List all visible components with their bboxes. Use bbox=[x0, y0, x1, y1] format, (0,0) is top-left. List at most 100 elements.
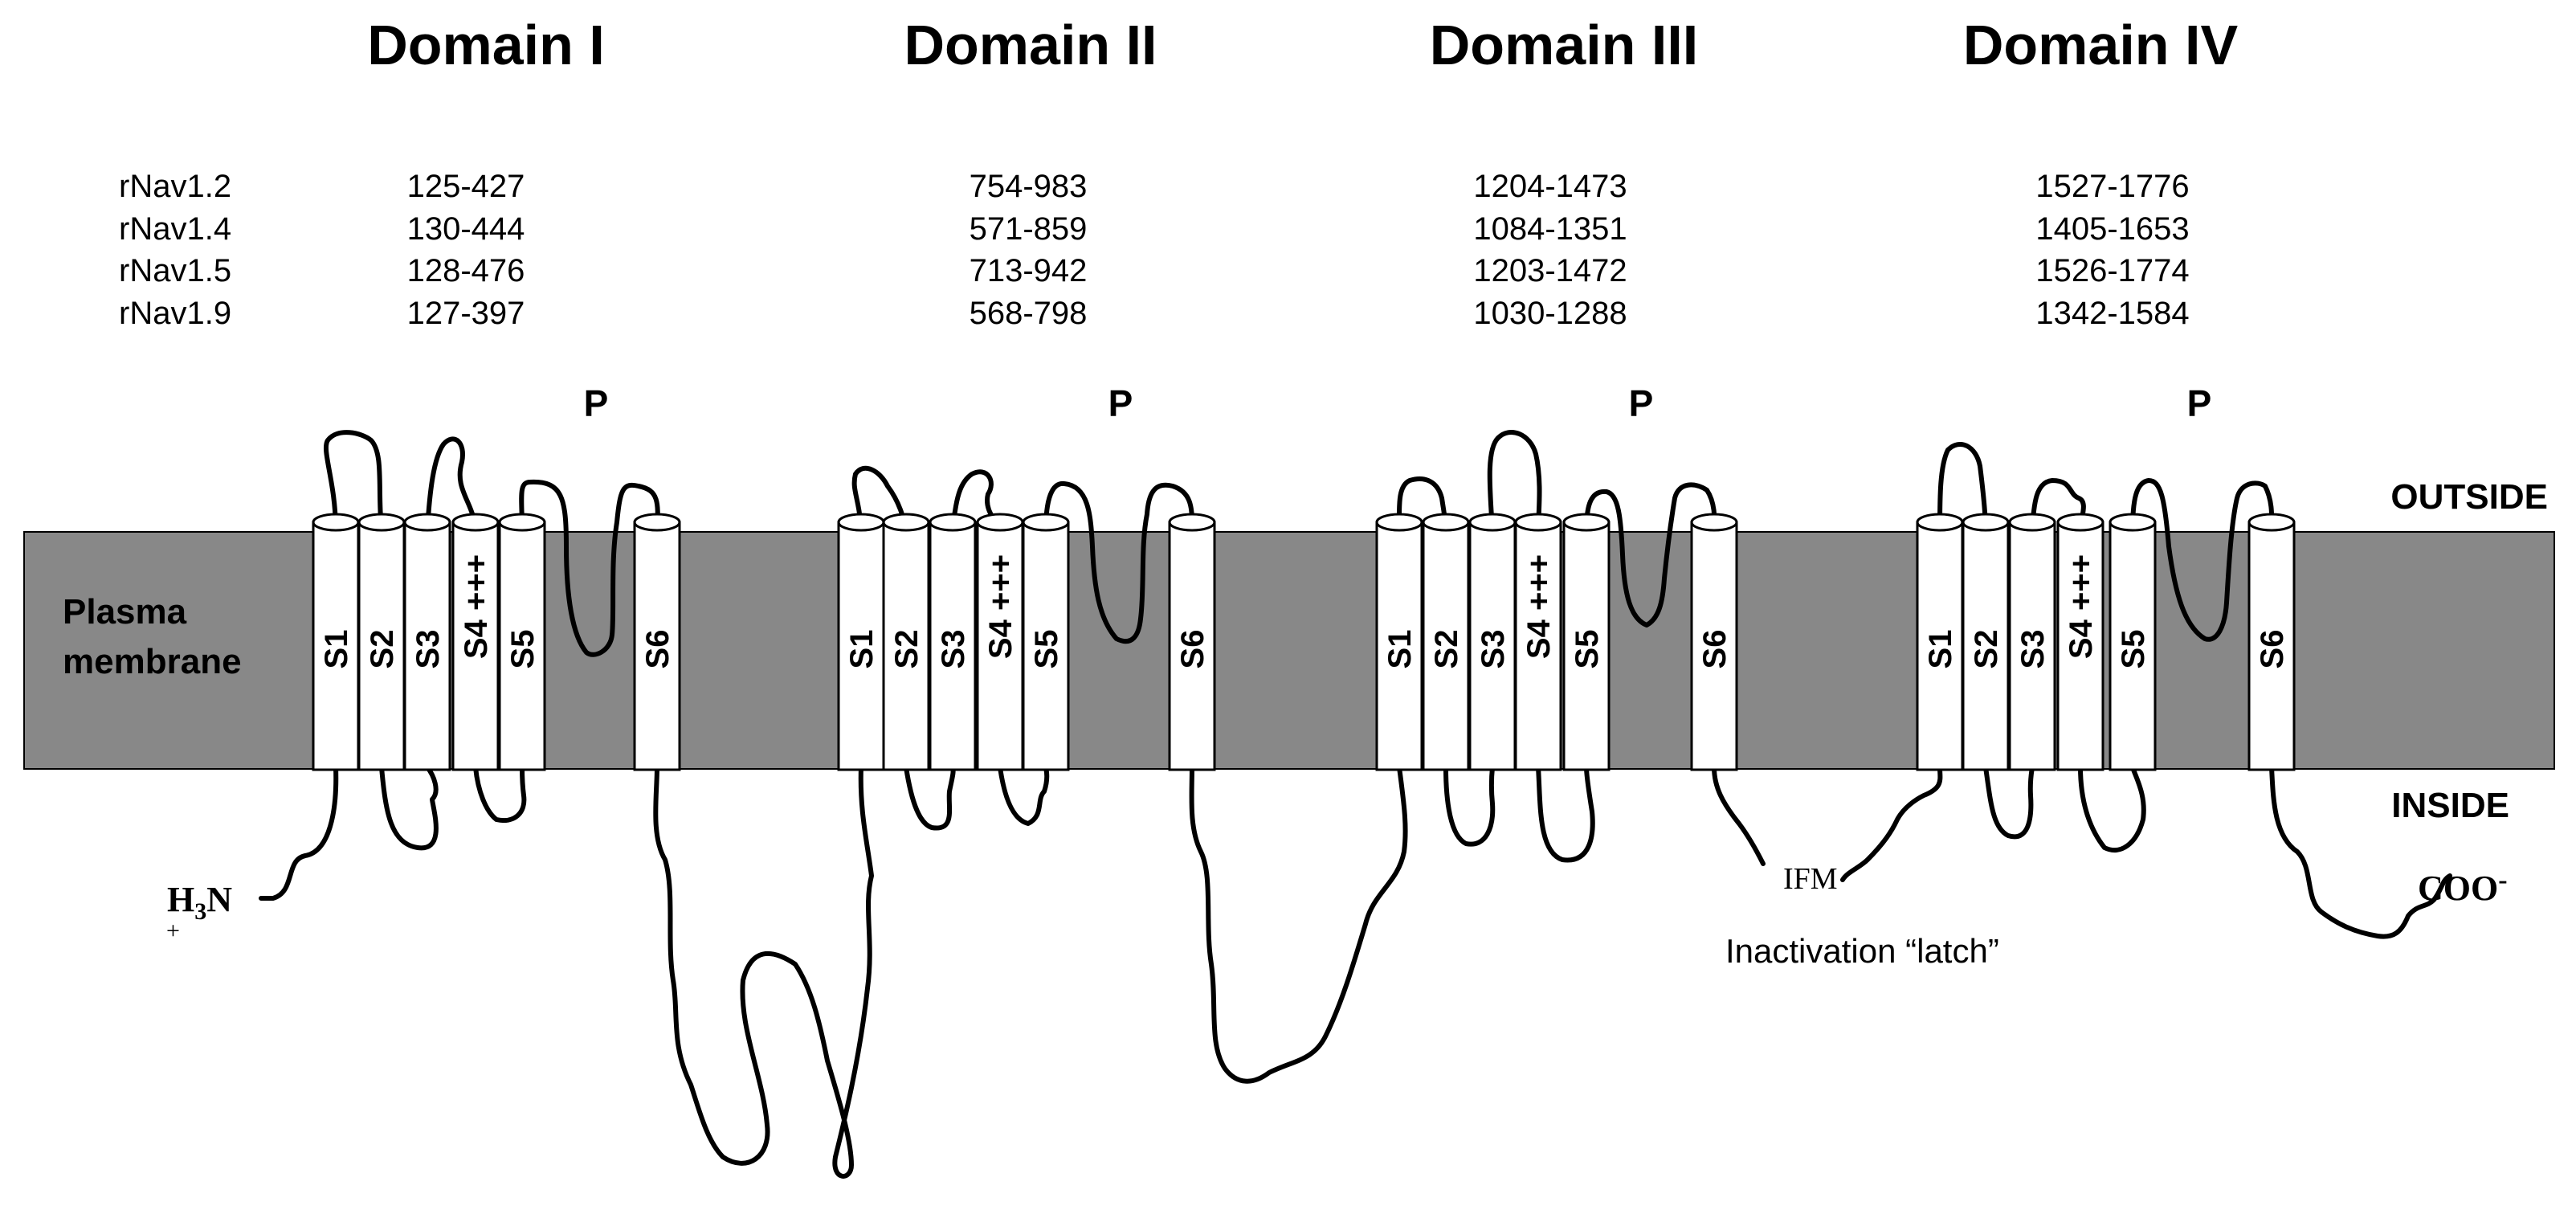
helix-cylinder bbox=[2109, 521, 2157, 771]
helix-label: S3 bbox=[936, 630, 971, 669]
loop-s3-s4-domain-3 bbox=[1487, 429, 1542, 533]
loop-s2-s3-domain-4 bbox=[1983, 765, 2035, 840]
helix-label-s4-charged: S4 +++ bbox=[2064, 554, 2099, 659]
intracellular-linker-2-3 bbox=[1189, 765, 1408, 1084]
loop-s4-s5-domain-1 bbox=[473, 765, 527, 824]
helix-segment: S6 bbox=[1168, 513, 1216, 771]
helix-label: S3 bbox=[1476, 630, 1511, 669]
p-loop-domain-2 bbox=[1043, 480, 1195, 644]
helix-top-cap bbox=[312, 513, 360, 532]
helix-segment: S1 bbox=[837, 513, 885, 771]
domain-4-range: 1342-1584 bbox=[2035, 296, 2189, 331]
n-terminal-tail bbox=[259, 765, 339, 901]
domain-1-title: Domain I bbox=[367, 14, 605, 76]
loop-s2-s3-domain-2 bbox=[904, 765, 956, 831]
helix-cylinder bbox=[451, 521, 500, 771]
domain-2-range: 713-942 bbox=[970, 253, 1088, 288]
channel-name: rNav1.5 bbox=[119, 253, 231, 288]
helix-segment: S4 +++ bbox=[976, 513, 1024, 771]
c-terminus-label: COO- bbox=[2418, 865, 2508, 908]
helix-label: S6 bbox=[640, 630, 676, 669]
helix-cylinder bbox=[403, 521, 451, 771]
p-loop-domain-3 bbox=[1584, 482, 1717, 628]
p-loop-domain-1 bbox=[519, 479, 660, 657]
helix-top-cap bbox=[403, 513, 451, 532]
helix-label-s4-charged: S4 +++ bbox=[983, 554, 1019, 659]
helix-segment: S5 bbox=[1022, 513, 1070, 771]
helix-segment: S1 bbox=[1375, 513, 1423, 771]
domain-1-range: 130-444 bbox=[407, 211, 525, 247]
helix-segment: S5 bbox=[2109, 513, 2157, 771]
domain-1-range: 127-397 bbox=[407, 296, 525, 331]
helix-label: S1 bbox=[1923, 630, 1958, 669]
domain-1-range: 125-427 bbox=[407, 169, 525, 204]
helix-top-cap bbox=[976, 513, 1024, 532]
loop-s2-s3-domain-3 bbox=[1443, 765, 1496, 847]
helix-top-cap bbox=[2008, 513, 2056, 532]
helix-top-cap bbox=[929, 513, 977, 532]
c-terminal-tail bbox=[2269, 765, 2452, 939]
helix-segment: S4 +++ bbox=[451, 513, 500, 771]
polypeptide-chain bbox=[259, 429, 2452, 1179]
membrane-label: Plasma bbox=[63, 592, 187, 632]
helix-cylinder bbox=[1690, 521, 1738, 771]
loop-s3-s4-domain-4 bbox=[2030, 478, 2086, 533]
inactivation-latch-caption: Inactivation “latch” bbox=[1725, 932, 1999, 970]
helix-label: S2 bbox=[1969, 630, 2004, 669]
helix-top-cap bbox=[1168, 513, 1216, 532]
loop-s4-s5-domain-3 bbox=[1536, 765, 1595, 863]
helix-label: S5 bbox=[505, 630, 541, 669]
helix-top-cap bbox=[1375, 513, 1423, 532]
domain-3-range: 1204-1473 bbox=[1473, 169, 1627, 204]
domain-4-range: 1527-1776 bbox=[2035, 169, 2189, 204]
helix-cylinder bbox=[882, 521, 930, 771]
helix-top-cap bbox=[2056, 513, 2104, 532]
helix-segment: S4 +++ bbox=[1514, 513, 1562, 771]
p-loop-label: P bbox=[584, 382, 609, 424]
helix-segment: S3 bbox=[403, 513, 451, 771]
helix-cylinder bbox=[929, 521, 977, 771]
helix-cylinder bbox=[2247, 521, 2296, 771]
helix-segment: S6 bbox=[633, 513, 681, 771]
loop-s4-s5-domain-2 bbox=[998, 765, 1050, 826]
domain-3-range: 1030-1288 bbox=[1473, 296, 1627, 331]
helix-label: S3 bbox=[410, 630, 446, 669]
helix-label: S1 bbox=[319, 630, 354, 669]
helix-label: S5 bbox=[2116, 630, 2151, 669]
helix-segment: S4 +++ bbox=[2056, 513, 2104, 771]
helix-segment: S5 bbox=[498, 513, 546, 771]
helix-segment: S6 bbox=[2247, 513, 2296, 771]
domain-3-range: 1203-1472 bbox=[1473, 253, 1627, 288]
helix-top-cap bbox=[451, 513, 500, 532]
helix-segment: S3 bbox=[2008, 513, 2056, 771]
helix-top-cap bbox=[1468, 513, 1517, 532]
domain-2-range: 754-983 bbox=[970, 169, 1088, 204]
helix-top-cap bbox=[2109, 513, 2157, 532]
helix-top-cap bbox=[1022, 513, 1070, 532]
helix-label: S6 bbox=[1697, 630, 1733, 669]
helix-top-cap bbox=[1962, 513, 2010, 532]
inside-label: INSIDE bbox=[2391, 786, 2509, 825]
loop-s2-s3-domain-1 bbox=[379, 765, 439, 851]
loop-s3-s4-domain-1 bbox=[425, 436, 478, 533]
helix-top-cap bbox=[837, 513, 885, 532]
domain-4-range: 1405-1653 bbox=[2035, 211, 2189, 247]
channel-name: rNav1.9 bbox=[119, 296, 231, 331]
loop-s1-s2-domain-4 bbox=[1937, 441, 1988, 533]
n-terminus-charge: + bbox=[166, 918, 180, 944]
helix-label: S1 bbox=[844, 630, 880, 669]
domain-3-range: 1084-1351 bbox=[1473, 211, 1627, 247]
helix-label: S5 bbox=[1570, 630, 1605, 669]
helix-cylinder bbox=[1514, 521, 1562, 771]
helix-segment: S1 bbox=[312, 513, 360, 771]
outside-label: OUTSIDE bbox=[2390, 477, 2548, 517]
membrane-label: membrane bbox=[63, 642, 242, 681]
helix-cylinder bbox=[1916, 521, 1964, 771]
helix-label-s4-charged: S4 +++ bbox=[1521, 554, 1557, 659]
helix-top-cap bbox=[1422, 513, 1470, 532]
helix-label-s4-charged: S4 +++ bbox=[459, 554, 494, 659]
helix-segment: S2 bbox=[1422, 513, 1470, 771]
helix-top-cap bbox=[1690, 513, 1738, 532]
